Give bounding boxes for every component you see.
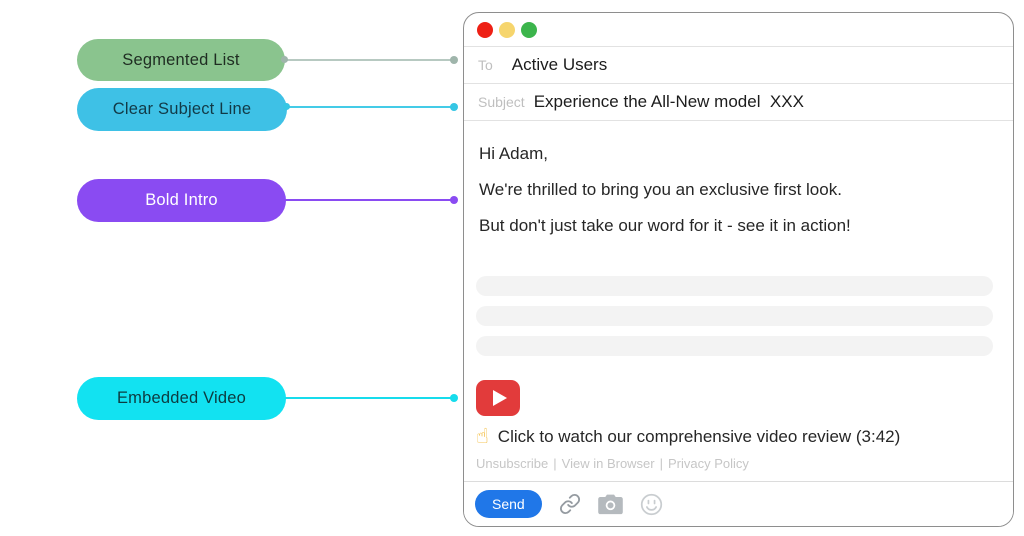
to-field[interactable]: To Active Users bbox=[464, 47, 1013, 84]
email-body[interactable]: Hi Adam, We're thrilled to bring you an … bbox=[464, 144, 1013, 471]
callout-segmented-list: Segmented List bbox=[77, 39, 285, 81]
body-greeting: Hi Adam, bbox=[479, 144, 548, 163]
callout-label: Segmented List bbox=[122, 50, 240, 69]
body-hook: But don't just take our word for it - se… bbox=[479, 216, 851, 235]
connector-dot bbox=[450, 394, 458, 402]
connector-line-to-field bbox=[284, 59, 457, 61]
link-separator: | bbox=[553, 456, 557, 471]
video-caption-text: Click to watch our comprehensive video r… bbox=[497, 426, 901, 446]
connector-line-bold-intro bbox=[285, 199, 457, 201]
window-titlebar bbox=[464, 13, 1013, 47]
connector-dot bbox=[450, 196, 458, 204]
callout-label: Bold Intro bbox=[145, 191, 218, 209]
subject-field-value[interactable]: Experience the All-New model XXX bbox=[533, 92, 804, 111]
to-field-label: To bbox=[478, 57, 493, 73]
link-separator: | bbox=[659, 456, 664, 471]
placeholder-bar bbox=[476, 306, 993, 326]
connector-dot bbox=[450, 103, 458, 111]
compose-toolbar: Send bbox=[464, 481, 1013, 526]
connector-dot bbox=[450, 56, 458, 64]
smiley-icon[interactable] bbox=[640, 493, 663, 516]
privacy-policy-link[interactable]: Privacy Policy bbox=[668, 456, 749, 471]
subject-field[interactable]: Subject Experience the All-New model XXX bbox=[464, 84, 1013, 121]
connector-dot bbox=[281, 56, 288, 63]
placeholder-text-block bbox=[476, 276, 1001, 356]
placeholder-bar bbox=[476, 336, 993, 356]
email-footer-links: Unsubscribe | View in Browser | Privacy Poli… bbox=[476, 456, 1001, 471]
link-icon[interactable] bbox=[559, 493, 581, 515]
zoom-window-button[interactable] bbox=[521, 21, 537, 38]
close-window-button[interactable] bbox=[477, 21, 493, 38]
callout-bold-intro: Bold Intro bbox=[77, 179, 286, 222]
play-triangle-icon bbox=[492, 390, 507, 406]
send-button[interactable]: Send bbox=[475, 490, 542, 518]
pointing-up-icon: ☝ bbox=[476, 425, 489, 448]
callout-embedded-video: Embedded Video bbox=[77, 377, 286, 420]
camera-icon[interactable] bbox=[597, 494, 623, 515]
placeholder-bar bbox=[476, 276, 993, 296]
email-compose-window: To Active Users Subject Experience the A… bbox=[463, 12, 1014, 527]
callout-label: Clear Subject Line bbox=[112, 100, 252, 118]
view-in-browser-link[interactable]: View in Browser bbox=[561, 456, 655, 471]
connector-line-subject-field bbox=[286, 106, 457, 108]
callout-clear-subject-line: Clear Subject Line bbox=[77, 88, 287, 131]
body-intro: We're thrilled to bring you an exclusive… bbox=[479, 180, 842, 199]
video-caption[interactable]: ☝ Click to watch our comprehensive video… bbox=[476, 426, 1001, 447]
unsubscribe-link[interactable]: Unsubscribe bbox=[476, 456, 549, 471]
connector-dot bbox=[283, 103, 290, 110]
callout-label: Embedded Video bbox=[116, 389, 247, 407]
to-field-value[interactable]: Active Users bbox=[511, 55, 608, 74]
subject-field-label: Subject bbox=[478, 94, 525, 110]
minimize-window-button[interactable] bbox=[499, 21, 515, 38]
connector-line-embedded-video bbox=[285, 397, 457, 399]
youtube-play-icon[interactable] bbox=[476, 380, 520, 416]
